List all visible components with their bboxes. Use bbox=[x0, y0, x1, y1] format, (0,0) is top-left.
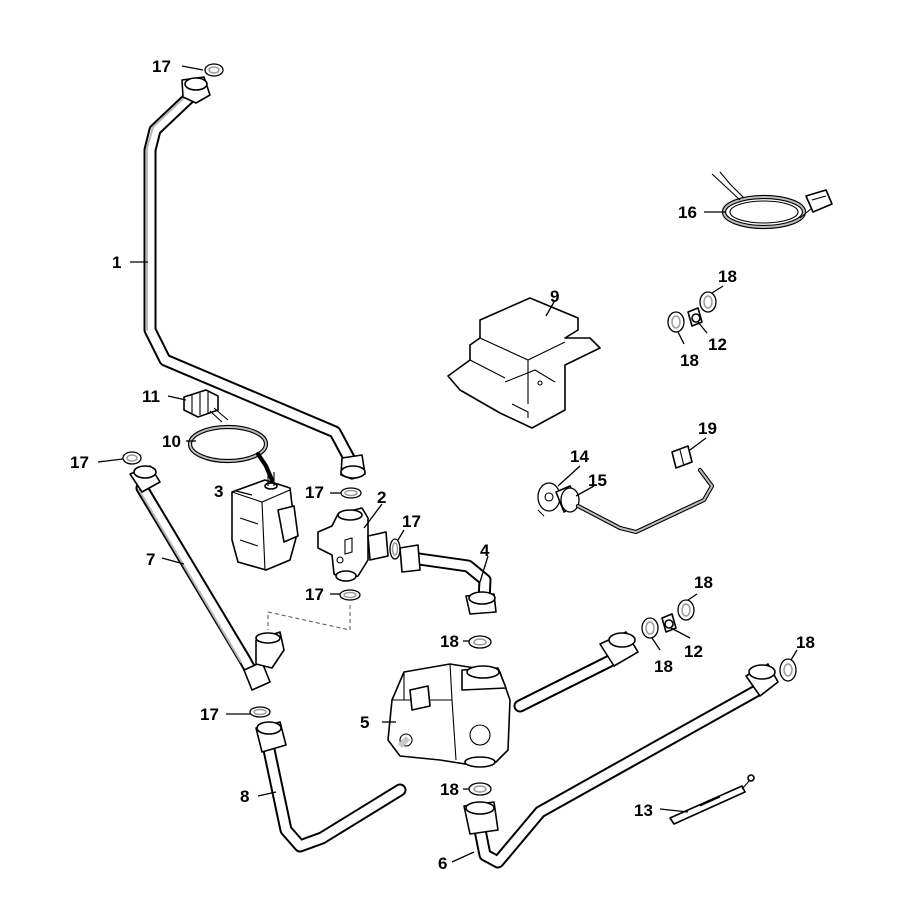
o-ring-17-right bbox=[389, 538, 401, 560]
callout-4: 4 bbox=[480, 541, 490, 560]
callout-18-upper-right: 18 bbox=[718, 267, 737, 286]
callout-19: 19 bbox=[698, 419, 717, 438]
sensor-12-lower bbox=[641, 599, 695, 639]
callout-17-valve-bottom: 17 bbox=[305, 585, 324, 604]
callout-6: 6 bbox=[438, 854, 447, 873]
cable-16 bbox=[711, 171, 833, 230]
pipe-short bbox=[513, 631, 639, 713]
o-ring-18-pump-bottom bbox=[468, 782, 492, 796]
callout-11: 11 bbox=[142, 387, 160, 406]
connector-19 bbox=[575, 445, 715, 535]
callout-18-far-right: 18 bbox=[796, 633, 815, 652]
sensor-12-upper bbox=[667, 291, 717, 333]
leader-lines bbox=[97, 65, 798, 863]
callout-10: 10 bbox=[162, 432, 181, 451]
bracket-9 bbox=[447, 297, 601, 429]
motor-actuator-3 bbox=[231, 472, 299, 571]
pressure-sensor-14-15 bbox=[537, 482, 580, 517]
callout-14: 14 bbox=[570, 447, 589, 466]
pipe-6 bbox=[463, 663, 779, 869]
callout-7: 7 bbox=[146, 550, 155, 569]
o-ring-17-upper bbox=[340, 487, 362, 499]
callout-17-valve-top: 17 bbox=[305, 483, 324, 502]
callout-12-lower: 12 bbox=[684, 642, 703, 661]
callout-18-upper-left: 18 bbox=[680, 351, 699, 370]
callout-18-pump-bottom: 18 bbox=[440, 780, 459, 799]
callout-9: 9 bbox=[550, 287, 559, 306]
callout-18-lower-left: 18 bbox=[654, 657, 673, 676]
pipe-4 bbox=[399, 544, 497, 615]
callout-13: 13 bbox=[634, 801, 653, 820]
callout-17-bottom: 17 bbox=[200, 705, 219, 724]
callout-8: 8 bbox=[240, 787, 249, 806]
cable-10 bbox=[187, 424, 275, 483]
callout-2: 2 bbox=[377, 488, 386, 507]
diverter-valve-2 bbox=[317, 507, 389, 582]
o-ring-17-top bbox=[204, 63, 224, 77]
o-ring-18-pump-top bbox=[468, 635, 492, 649]
temperature-probe-13 bbox=[669, 774, 755, 825]
callout-17-valve-right: 17 bbox=[402, 512, 421, 531]
o-ring-17-left bbox=[122, 451, 142, 465]
callout-12-upper: 12 bbox=[708, 335, 727, 354]
callout-15: 15 bbox=[588, 471, 607, 490]
assembly-guide-line bbox=[267, 605, 351, 631]
callout-1: 1 bbox=[112, 253, 121, 272]
callout-18-pump-top: 18 bbox=[440, 632, 459, 651]
o-ring-18-far-right bbox=[779, 658, 797, 682]
callout-18-lower-right: 18 bbox=[694, 573, 713, 592]
callout-16: 16 bbox=[678, 203, 697, 222]
connector-11 bbox=[183, 389, 229, 423]
o-ring-17-bottom bbox=[249, 706, 271, 718]
circulator-pump-5 bbox=[387, 663, 511, 768]
pipe-7 bbox=[129, 465, 285, 691]
pipe-8 bbox=[255, 721, 407, 853]
pipe-1 bbox=[143, 76, 366, 480]
callout-labels: 17 1 2 3 4 5 6 7 8 9 10 11 12 12 13 14 1… bbox=[70, 57, 815, 873]
callout-3: 3 bbox=[214, 482, 223, 501]
callout-5: 5 bbox=[360, 713, 369, 732]
callout-17-left: 17 bbox=[70, 453, 89, 472]
o-ring-17-lower bbox=[339, 589, 361, 601]
callout-17-top: 17 bbox=[152, 57, 171, 76]
